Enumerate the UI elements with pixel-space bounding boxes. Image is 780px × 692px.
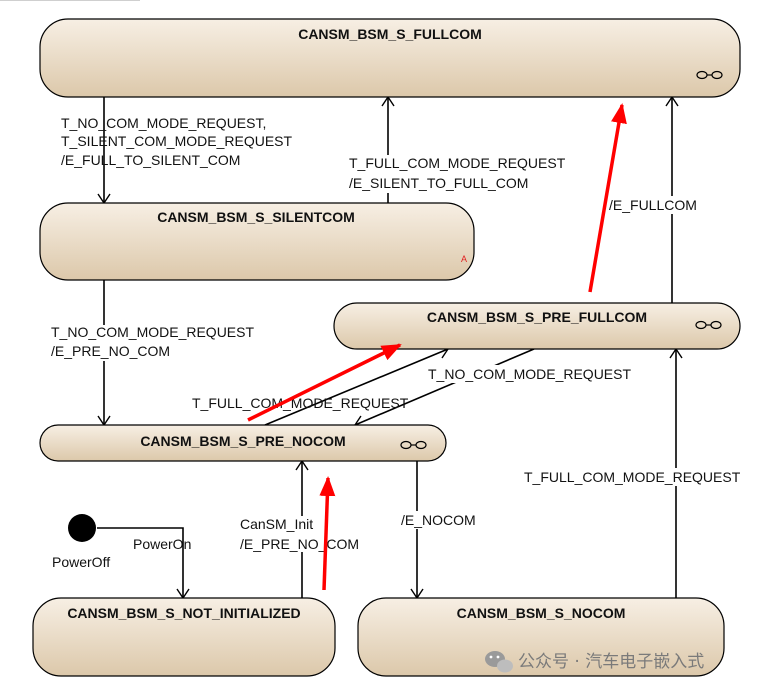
state-fullcom[interactable]: CANSM_BSM_S_FULLCOM: [39, 18, 741, 98]
state-pre-nocom-title: CANSM_BSM_S_PRE_NOCOM: [140, 433, 345, 449]
label-e-nocom: /E_NOCOM: [401, 512, 476, 528]
state-silentcom-marker: A: [461, 254, 467, 264]
watermark: 公众号 · 汽车电子嵌入式: [485, 651, 704, 673]
composite-state-icon: [695, 320, 722, 330]
state-pre-nocom[interactable]: CANSM_BSM_S_PRE_NOCOM: [39, 424, 447, 462]
composite-state-icon: [696, 70, 723, 80]
state-nocom[interactable]: CANSM_BSM_S_NOCOM: [357, 597, 725, 677]
label-silent-to-full-2: /E_SILENT_TO_FULL_COM: [349, 175, 528, 191]
label-poweroff: PowerOff: [52, 554, 110, 570]
state-not-initialized-title: CANSM_BSM_S_NOT_INITIALIZED: [67, 605, 300, 621]
state-silentcom[interactable]: CANSM_BSM_S_SILENTCOM A: [39, 202, 475, 281]
state-pre-fullcom[interactable]: CANSM_BSM_S_PRE_FULLCOM: [333, 302, 741, 350]
label-init-to-prenocom-1: CanSM_Init: [240, 516, 313, 532]
arrow-prenocom-to-prefullcom: [264, 346, 450, 426]
label-prefull-to-prenocom: T_NO_COM_MODE_REQUEST: [428, 366, 631, 382]
watermark-text: 公众号 · 汽车电子嵌入式: [518, 652, 704, 672]
red-arrow-to-prefullcom: [247, 343, 402, 422]
label-silent-to-full-1: T_FULL_COM_MODE_REQUEST: [349, 155, 566, 171]
label-full-to-silent-1: T_NO_COM_MODE_REQUEST,: [61, 115, 266, 131]
top-border-line: [0, 0, 140, 1]
state-fullcom-title: CANSM_BSM_S_FULLCOM: [298, 26, 482, 42]
wechat-icon: [485, 651, 513, 673]
state-not-initialized[interactable]: CANSM_BSM_S_NOT_INITIALIZED: [32, 597, 336, 677]
label-poweron: PowerOn: [133, 536, 191, 552]
label-prenocom-to-prefull: T_FULL_COM_MODE_REQUEST: [192, 395, 409, 411]
arrow-poweron: [97, 527, 190, 600]
label-e-fullcom: /E_FULLCOM: [609, 197, 697, 213]
composite-state-icon: [400, 440, 427, 450]
label-silent-to-prenocom-2: /E_PRE_NO_COM: [51, 343, 170, 359]
label-init-to-prenocom-2: /E_PRE_NO_COM: [240, 536, 359, 552]
state-silentcom-title: CANSM_BSM_S_SILENTCOM: [157, 209, 355, 225]
label-full-to-silent-3: /E_FULL_TO_SILENT_COM: [61, 152, 240, 168]
label-full-to-silent-2: T_SILENT_COM_MODE_REQUEST: [61, 133, 292, 149]
initial-state-dot: [68, 514, 96, 542]
label-nocom-to-prefull: T_FULL_COM_MODE_REQUEST: [524, 469, 741, 485]
label-silent-to-prenocom-1: T_NO_COM_MODE_REQUEST: [51, 324, 254, 340]
red-arrow-to-prenocom: [319, 476, 336, 591]
red-arrow-to-fullcom: [588, 103, 627, 293]
state-pre-fullcom-title: CANSM_BSM_S_PRE_FULLCOM: [427, 309, 647, 325]
arrow-prefullcom-to-prenocom: [353, 348, 535, 428]
highlight-arrows: [247, 103, 627, 591]
state-nocom-title: CANSM_BSM_S_NOCOM: [457, 605, 626, 621]
transition-labels: T_NO_COM_MODE_REQUEST, T_SILENT_COM_MODE…: [50, 115, 768, 570]
